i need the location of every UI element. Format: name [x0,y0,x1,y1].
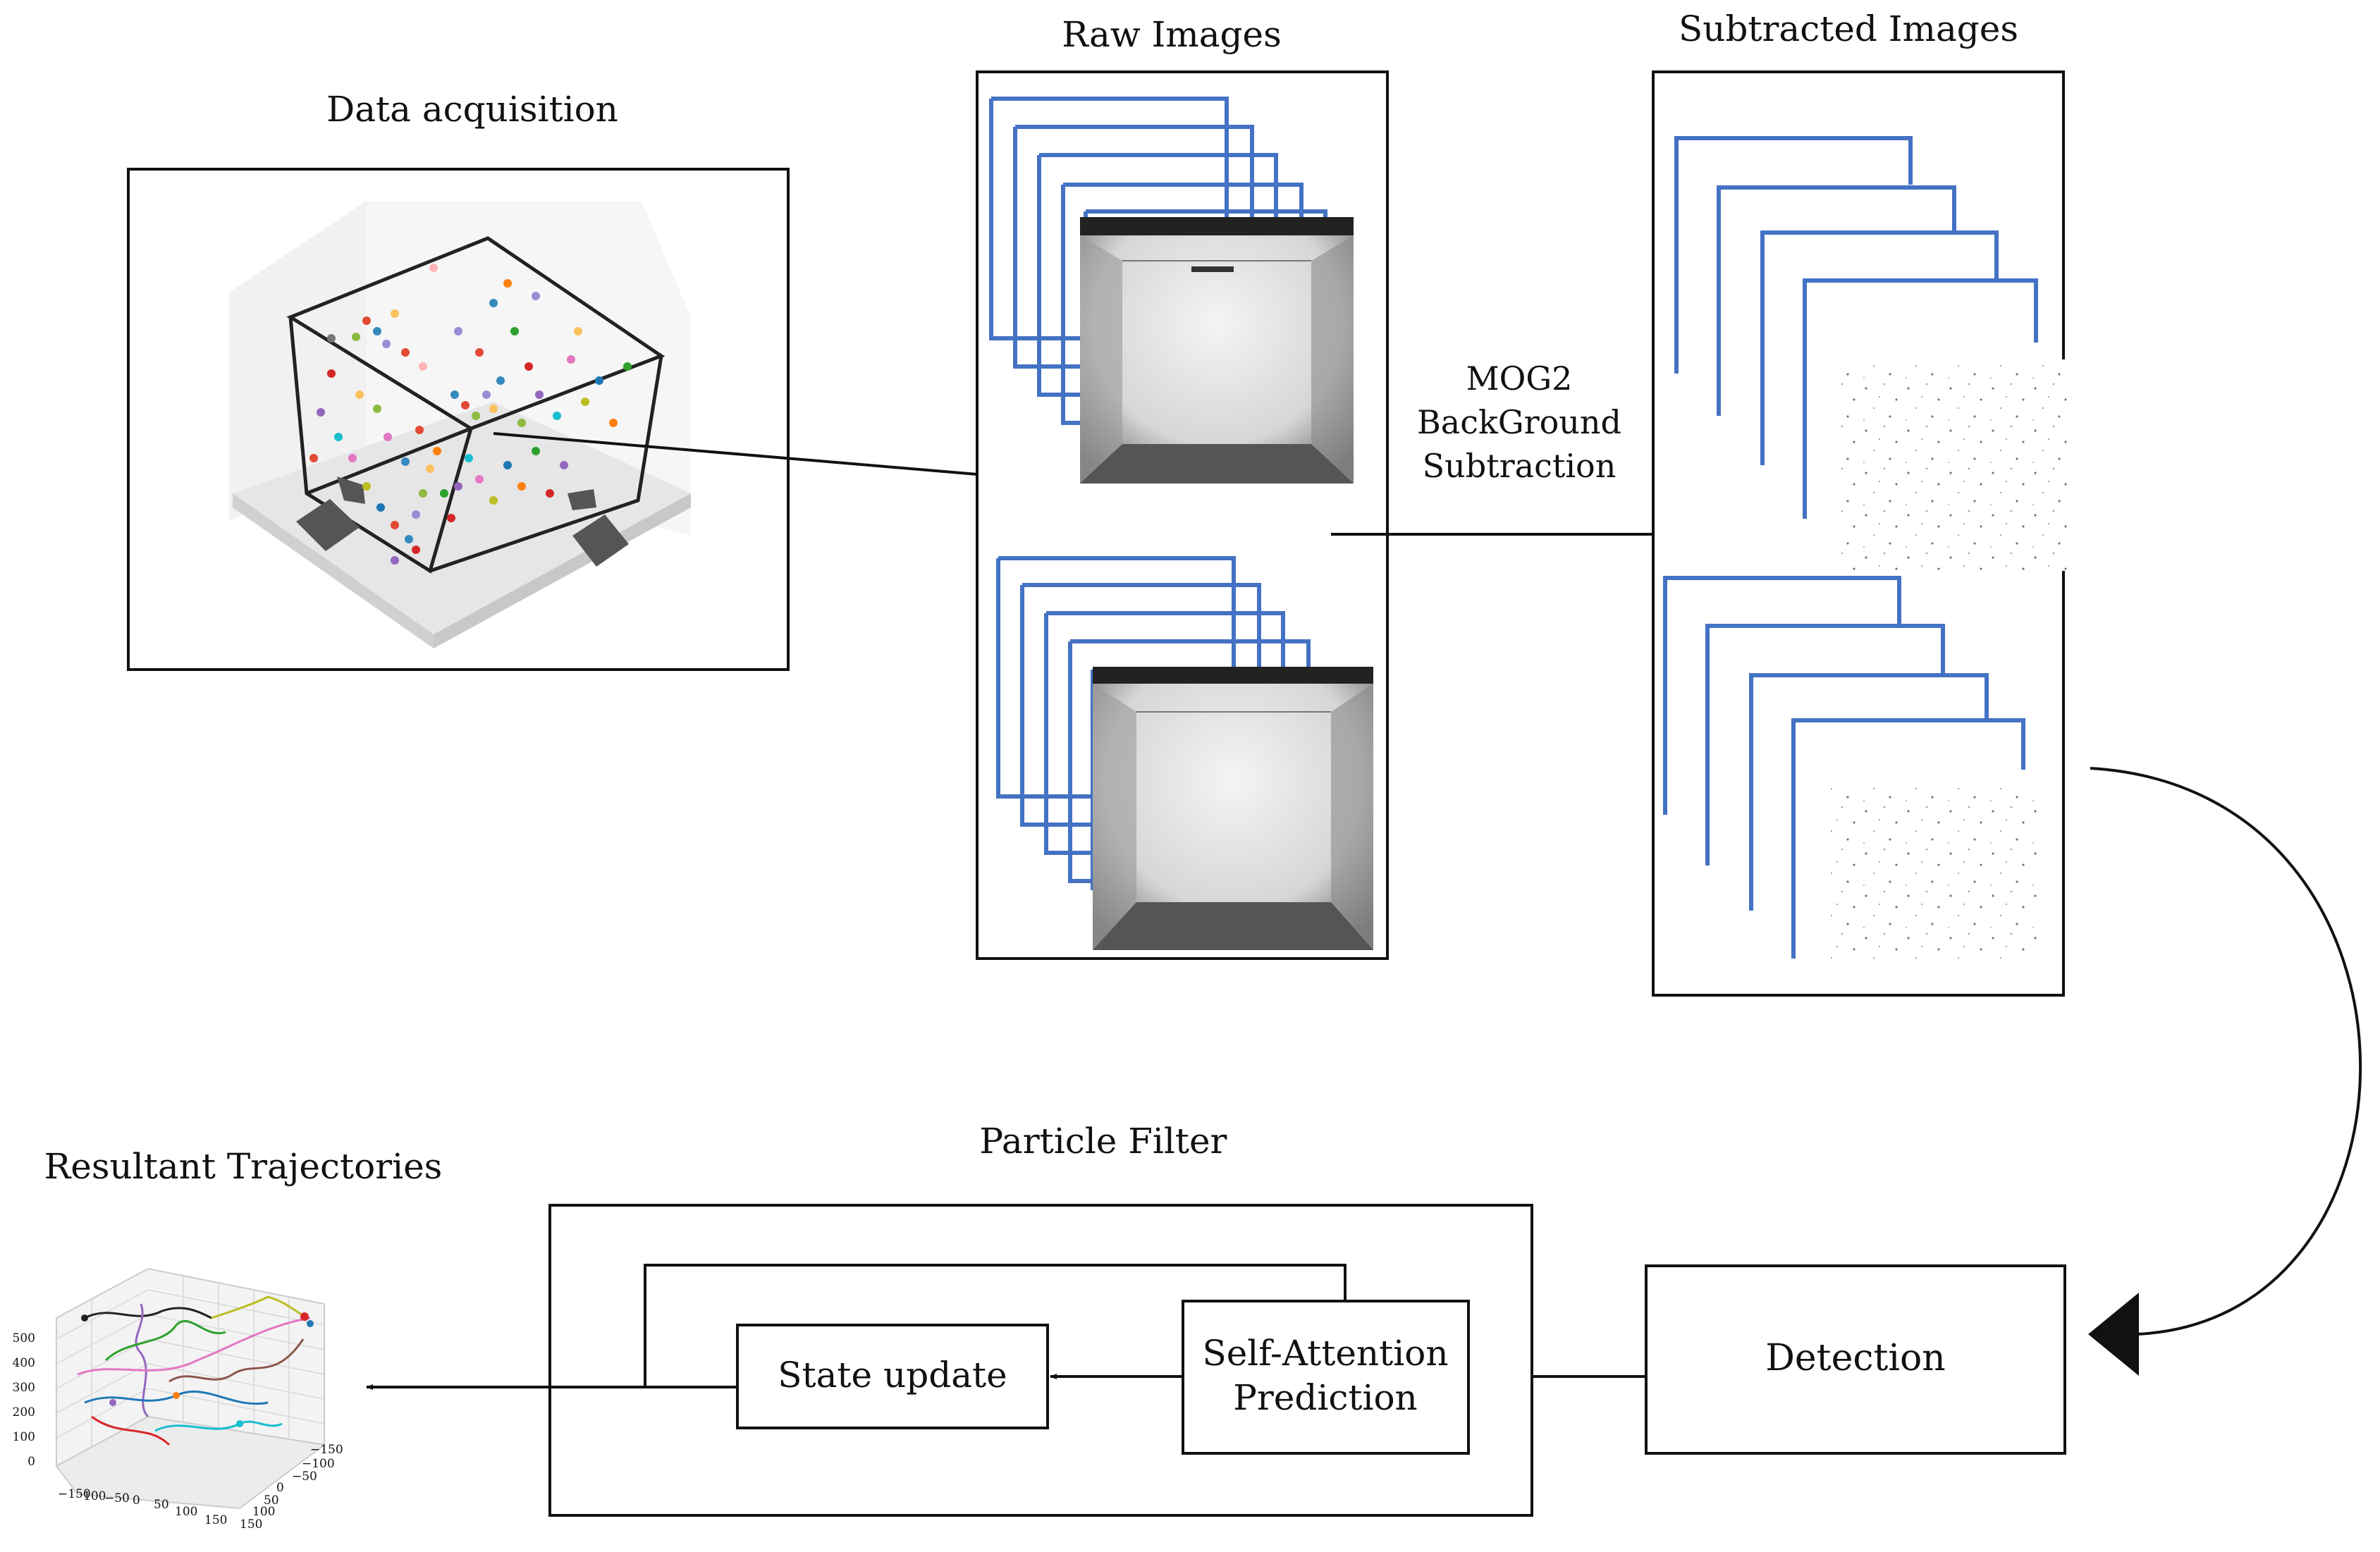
detection-box: Detection [1645,1264,2066,1455]
x-tick-6: 100 [175,1505,197,1519]
data-acquisition-panel [127,168,790,671]
y-tick-6: 100 [252,1505,275,1519]
y-tick-1: −150 [310,1443,343,1457]
camera-left-icon [296,476,365,551]
x-tick-2: 100 [83,1489,106,1503]
detection-label: Detection [1765,1337,1946,1379]
particle-filter-title: Particle Filter [980,1121,1227,1162]
data-acquisition-title: Data acquisition [326,89,618,130]
subtracted-frame-stack-top [1674,136,2038,519]
resultant-trajectories-title: Resultant Trajectories [44,1146,443,1187]
self-attention-line-2: Prediction [1233,1377,1418,1418]
z-tick-400: 400 [13,1356,35,1370]
detection-arrowhead [2088,1293,2139,1376]
self-attention-prediction-box: Self-Attention Prediction [1182,1300,1470,1455]
raw-image-top [1080,217,1354,484]
tank-cube [286,236,665,574]
x-tick-4: 0 [133,1494,140,1508]
subtracted-images-panel [1652,70,2074,997]
z-tick-0: 0 [27,1455,35,1469]
subtracted-image-top [1841,359,2074,571]
particle-filter-box: Self-Attention Prediction State update [548,1204,1533,1517]
mog2-label: MOG2 BackGround Subtraction [1417,359,1621,485]
mog2-line-1: MOG2 [1466,359,1573,398]
z-tick-100: 100 [13,1430,35,1444]
y-tick-7: 150 [240,1517,262,1532]
trajectory-plot: 500 400 300 200 100 0 −150 100 −50 0 50 … [13,1267,343,1532]
state-update-label: State update [778,1355,1007,1396]
z-tick-200: 200 [13,1405,35,1419]
feedback-loop-line [644,1264,1347,1387]
self-attention-line-1: Self-Attention [1202,1333,1448,1374]
particles [309,264,632,565]
raw-images-title: Raw Images [1062,14,1282,55]
mog2-line-3: Subtraction [1423,447,1617,485]
camera-right-icon [568,489,629,567]
y-tick-5: 50 [264,1494,279,1508]
raw-images-panel [976,70,1389,960]
x-tick-5: 50 [154,1498,169,1512]
x-tick-3: −50 [104,1491,130,1505]
subtracted-to-detection-arrow [2090,767,2362,1336]
state-update-box: State update [736,1324,1049,1429]
z-tick-500: 500 [13,1331,35,1345]
x-tick-7: 150 [204,1513,227,1527]
subtracted-image-bottom [1830,787,2042,963]
y-tick-2: −100 [302,1457,335,1471]
z-tick-300: 300 [13,1381,35,1395]
x-tick-1: −150 [58,1487,91,1501]
mog2-line-2: BackGround [1417,403,1621,441]
subtracted-images-title: Subtracted Images [1679,8,2018,49]
y-tick-3: −50 [292,1470,317,1484]
y-tick-4: 0 [276,1481,284,1495]
raw-image-bottom [1093,667,1373,950]
subtracted-frame-stack-bottom [1663,576,2025,959]
